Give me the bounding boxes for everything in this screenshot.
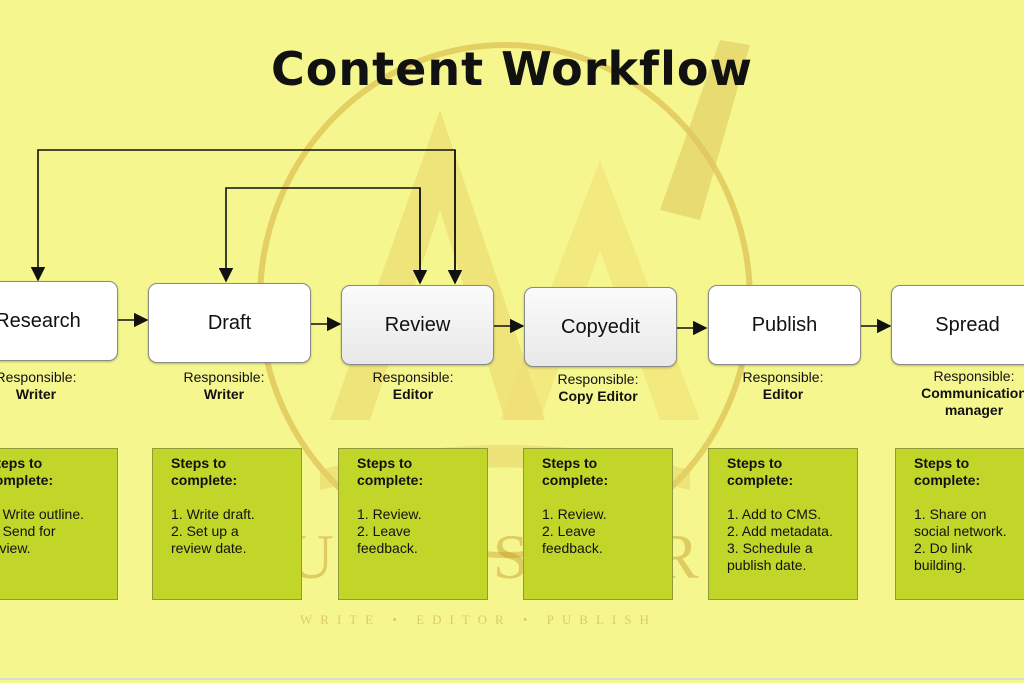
step-item: 2. Add metadata. xyxy=(727,523,833,539)
responsible-role: Copy Editor xyxy=(558,388,638,404)
responsible-label: Responsible: xyxy=(933,368,1015,384)
stage-draft: Draft xyxy=(148,283,311,363)
steps-review: Steps to complete: 1. Review.2. Leave fe… xyxy=(338,448,488,600)
responsible-role: Writer xyxy=(15,386,57,402)
step-item: 1. Write draft. xyxy=(171,506,255,522)
steps-heading: Steps to complete: xyxy=(0,455,54,488)
responsible-label: Responsible: xyxy=(372,369,454,385)
responsible-copyedit: Responsible: Copy Editor xyxy=(523,371,673,405)
stage-publish: Publish xyxy=(708,285,861,365)
step-item: 1. Write outline. xyxy=(0,506,85,522)
responsible-review: Responsible: Editor xyxy=(338,369,488,403)
responsible-role: Editor xyxy=(762,386,804,402)
responsible-research: Responsible: Writer xyxy=(0,369,111,403)
stage-spread: Spread xyxy=(891,285,1024,365)
step-item: 2. Set up a review date. xyxy=(171,523,247,556)
responsible-label: Responsible: xyxy=(742,369,824,385)
loop-review-research xyxy=(30,149,456,283)
responsible-publish: Responsible: Editor xyxy=(708,369,858,403)
step-item: 2. Leave feedback. xyxy=(357,523,418,556)
steps-heading: Steps to complete: xyxy=(171,455,238,488)
stage-copyedit: Copyedit xyxy=(524,287,677,367)
steps-draft: Steps to complete: 1. Write draft.2. Set… xyxy=(152,448,302,600)
diagram-title: Content Workflow xyxy=(271,42,753,96)
responsible-label: Responsible: xyxy=(0,369,77,385)
step-item: 1. Share on social network. xyxy=(914,506,1007,539)
steps-copyedit: Steps to complete: 1. Review.2. Leave fe… xyxy=(523,448,673,600)
responsible-role: Writer xyxy=(203,386,245,402)
steps-heading: Steps to complete: xyxy=(727,455,794,488)
responsible-role: Communication manager xyxy=(921,385,1024,418)
responsible-spread: Responsible: Communication manager xyxy=(894,368,1024,419)
responsible-label: Responsible: xyxy=(557,371,639,387)
watermark-tagline: WRITE • EDITOR • PUBLISH xyxy=(300,612,657,627)
step-item: 2. Do link building. xyxy=(914,540,973,573)
steps-publish: Steps to complete: 1. Add to CMS.2. Add … xyxy=(708,448,858,600)
bottom-divider xyxy=(0,678,1024,680)
stage-review: Review xyxy=(341,285,494,365)
responsible-label: Responsible: xyxy=(183,369,265,385)
step-item: 1. Review. xyxy=(357,506,422,522)
loop-review-draft xyxy=(218,187,421,283)
step-item: 3. Schedule a publish date. xyxy=(727,540,813,573)
step-item: 2. Send for review. xyxy=(0,523,56,556)
steps-research: Steps to complete: 1. Write outline.2. S… xyxy=(0,448,118,600)
steps-heading: Steps to complete: xyxy=(357,455,424,488)
steps-heading: Steps to complete: xyxy=(542,455,609,488)
stage-research: Research xyxy=(0,281,118,361)
step-item: 2. Leave feedback. xyxy=(542,523,603,556)
responsible-role: Editor xyxy=(392,386,434,402)
step-item: 1. Add to CMS. xyxy=(727,506,822,522)
steps-heading: Steps to complete: xyxy=(914,455,981,488)
steps-spread: Steps to complete: 1. Share on social ne… xyxy=(895,448,1024,600)
step-item: 1. Review. xyxy=(542,506,607,522)
responsible-draft: Responsible: Writer xyxy=(149,369,299,403)
